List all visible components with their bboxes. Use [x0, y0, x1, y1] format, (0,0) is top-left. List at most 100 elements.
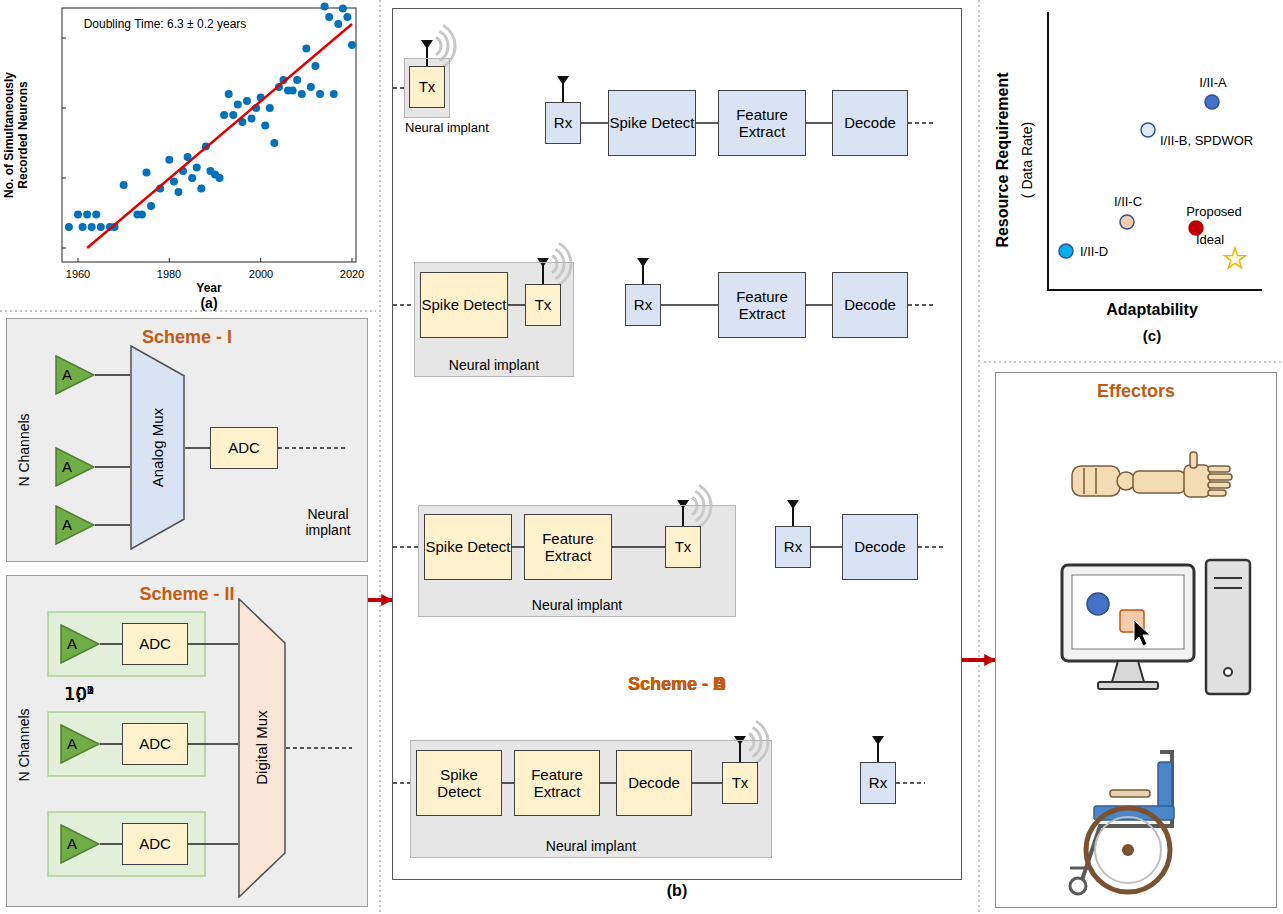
text-label: 1960	[66, 268, 90, 281]
process-box: Spike Detect	[416, 750, 502, 816]
fit-line	[87, 24, 352, 248]
box-label: A	[67, 835, 77, 852]
triangle-outline	[60, 624, 100, 664]
text-label: I/II-D	[1080, 245, 1108, 260]
flow-arrow	[368, 598, 392, 602]
triangle-outline	[60, 724, 100, 764]
signal-line	[508, 304, 525, 306]
data-point	[330, 90, 338, 98]
tick-mark	[78, 258, 79, 262]
process-box: Decode	[842, 514, 918, 580]
signal-line	[188, 843, 238, 845]
continuation-line	[393, 304, 414, 306]
data-point	[193, 164, 201, 172]
panel-box: (b)Neural implantTxRxSpike DetectFeature…	[392, 8, 962, 880]
data-point	[234, 101, 242, 109]
panel-fill	[6, 575, 368, 907]
process-box: Spike Detect	[420, 272, 508, 338]
process-box: ADC	[122, 723, 188, 765]
panel-fill	[6, 318, 368, 562]
triangle-outline	[55, 447, 95, 487]
antenna-symbol	[637, 258, 649, 284]
axis-title: N Channels	[16, 413, 32, 486]
signal-line	[612, 546, 665, 548]
panel-box: Neural implantSpike DetectTx	[414, 262, 574, 377]
tick-mark	[62, 38, 66, 39]
arm-finger	[1208, 474, 1232, 480]
antenna-head	[421, 40, 433, 49]
box-label: Digital Mux	[253, 711, 270, 785]
tradeoff-points	[1059, 95, 1246, 268]
text-label: Doubling Time: 6.3 ± 0.2 years	[84, 18, 247, 32]
antenna-symbol	[734, 721, 768, 763]
wireless-wave	[436, 37, 441, 54]
shape-fill	[61, 625, 99, 663]
text-label: ⋮	[70, 684, 88, 705]
continuation-line	[393, 782, 410, 784]
text-label: 2020	[340, 268, 364, 281]
tick-mark	[260, 258, 261, 262]
wireless-wave	[749, 733, 754, 750]
separator-line	[0, 310, 376, 312]
text-label: Adaptability	[1106, 301, 1198, 319]
shape-fill	[56, 506, 94, 544]
arm-palm	[1184, 465, 1210, 497]
data-point	[293, 76, 301, 84]
signal-line	[100, 643, 122, 645]
prosthetic-arm-icon	[1072, 452, 1232, 497]
data-point	[248, 115, 256, 123]
data-point	[88, 223, 96, 231]
data-point	[243, 97, 251, 105]
data-point	[92, 210, 100, 218]
wheelchair-icon	[1070, 752, 1174, 894]
process-box: Rx	[625, 284, 661, 326]
panel-heading: Neural implant	[411, 838, 771, 854]
box-label: ADC	[228, 439, 260, 456]
panel-fill	[410, 740, 772, 858]
signal-line	[696, 122, 718, 124]
text-label: Neural implant	[293, 506, 363, 538]
scheme-point	[1059, 244, 1073, 258]
data-point	[170, 178, 178, 186]
antenna-head	[787, 500, 799, 509]
panel-fill	[404, 58, 450, 118]
triangle-outline	[60, 824, 100, 864]
data-point	[339, 5, 347, 13]
box-label: A	[67, 635, 77, 652]
process-box: Spike Detect	[608, 90, 696, 156]
wheelchair-wheel	[1086, 808, 1170, 892]
continuation-line	[918, 546, 945, 548]
data-point	[143, 168, 151, 176]
arm-strap	[1083, 468, 1085, 494]
wheelchair-rim	[1095, 817, 1161, 883]
signal-line	[692, 782, 722, 784]
box-label: Feature Extract	[525, 530, 611, 565]
channel-box	[48, 612, 205, 676]
separator-line	[379, 0, 381, 914]
continuation-line	[393, 546, 418, 548]
data-point	[120, 181, 128, 189]
signal-line	[512, 546, 524, 548]
signal-line	[95, 466, 130, 468]
monitor	[1062, 565, 1194, 661]
process-box: Decode	[832, 272, 908, 338]
data-point	[343, 13, 351, 21]
flow-arrow	[962, 658, 995, 662]
box-label: Analog Mux	[149, 408, 166, 487]
amplifier-triangle: A	[55, 447, 95, 487]
continuation-line	[908, 122, 935, 124]
box-label: Rx	[634, 296, 652, 313]
data-point	[188, 174, 196, 182]
signal-line	[188, 643, 238, 645]
process-box: ADC	[210, 427, 278, 469]
box-label: Feature Extract	[719, 106, 805, 141]
signal-line	[502, 782, 514, 784]
process-box: Tx	[722, 762, 758, 804]
power-button	[1224, 668, 1232, 676]
arm-socket	[1072, 466, 1120, 496]
arm-strap	[1095, 468, 1097, 494]
axis-title: ( Data Rate)	[1019, 122, 1035, 198]
process-box: Rx	[775, 526, 811, 568]
triangle-outline	[55, 355, 95, 395]
arm-finger	[1208, 466, 1230, 472]
